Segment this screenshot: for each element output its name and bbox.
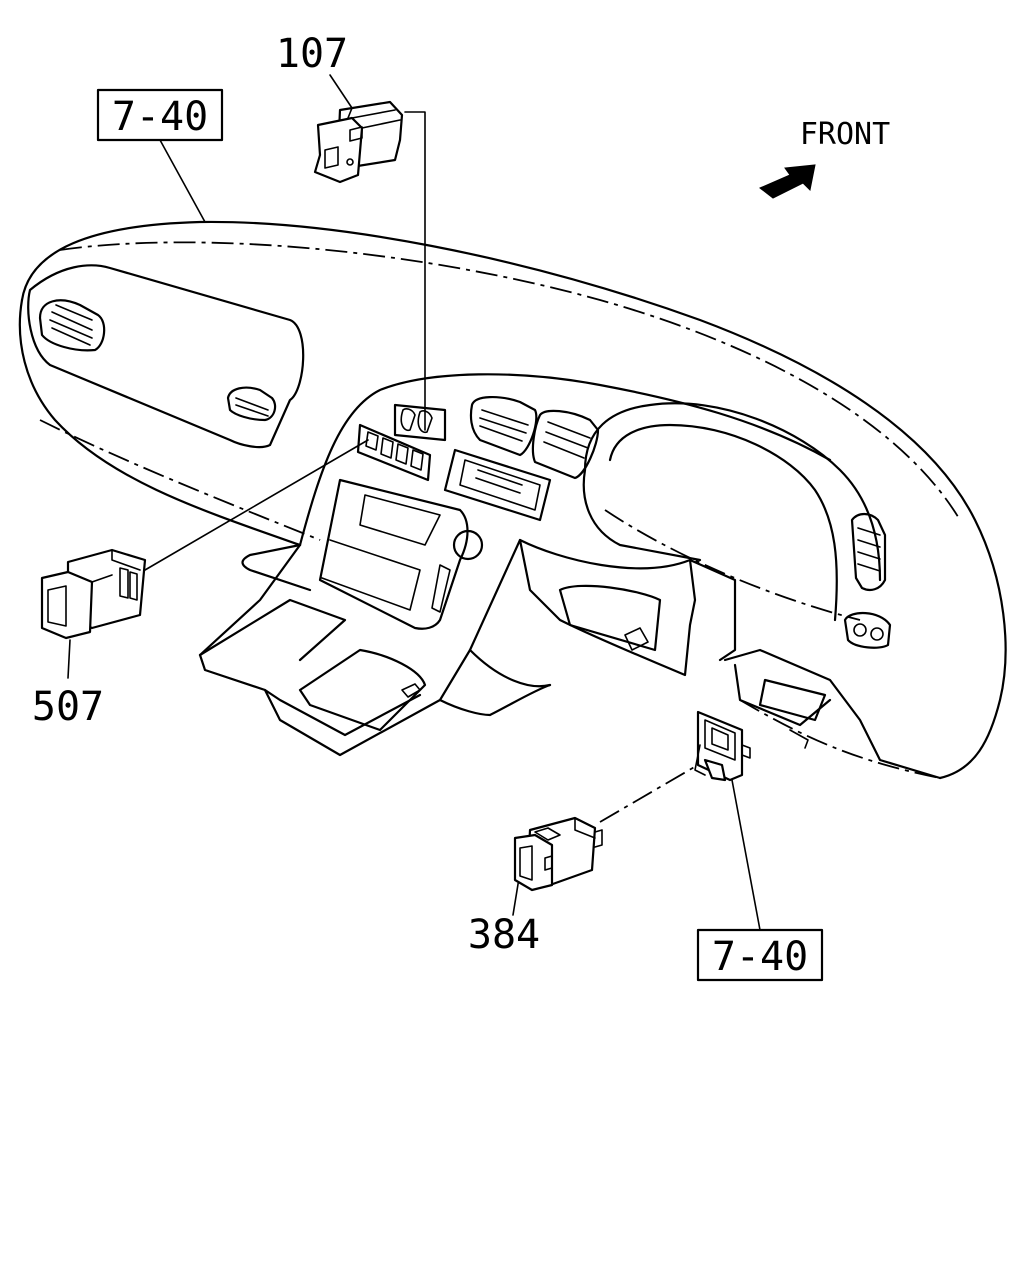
front-arrow-icon <box>759 164 816 199</box>
part-label-384: 384 <box>468 912 540 958</box>
dashboard <box>18 220 1007 780</box>
switch-507-drawing <box>40 548 147 640</box>
part-label-507: 507 <box>32 684 104 730</box>
ref-label-top: 7-40 <box>112 94 208 140</box>
part-label-107: 107 <box>276 31 348 77</box>
switch-384-drawing <box>513 816 603 892</box>
ref-box-bottom <box>696 928 824 982</box>
bracket-drawing <box>694 710 751 782</box>
ref-box-top <box>96 88 224 142</box>
front-label: FRONT <box>800 117 890 152</box>
switch-107-drawing <box>313 100 404 184</box>
leader-lines <box>67 74 761 931</box>
ref-label-bottom: 7-40 <box>712 934 808 980</box>
